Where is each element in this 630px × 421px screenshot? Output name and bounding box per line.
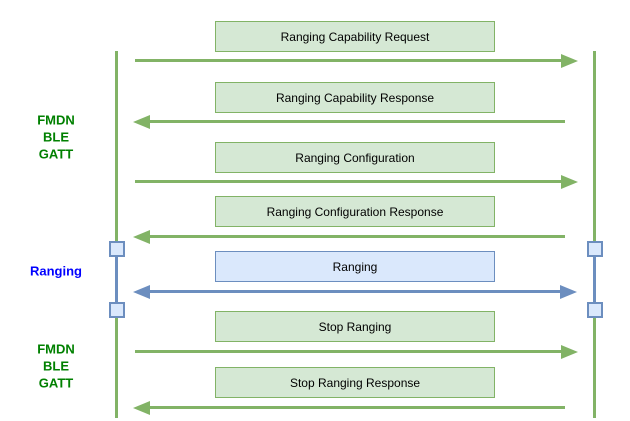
- message-label: Stop Ranging Response: [289, 375, 421, 390]
- activation-handle: [108, 241, 125, 257]
- message-arrow-left: [133, 401, 565, 415]
- arrowhead-left-icon: [133, 285, 150, 299]
- arrow-line: [135, 59, 564, 62]
- side-label: Ranging: [9, 263, 103, 280]
- message-arrow-right: [135, 175, 578, 189]
- arrowhead-left-icon: [133, 230, 150, 244]
- message-arrow-left: [133, 230, 565, 244]
- arrow-line: [147, 235, 565, 238]
- arrowhead-left-icon: [133, 401, 150, 415]
- arrow-line: [135, 180, 564, 183]
- side-label-line: GATT: [38, 375, 74, 391]
- lifeline-left: [115, 51, 118, 418]
- message-box: Ranging Capability Request: [215, 21, 495, 52]
- arrow-line: [147, 290, 563, 293]
- arrow-line: [147, 406, 565, 409]
- message-label: Ranging Capability Request: [280, 29, 430, 44]
- arrowhead-right-icon: [560, 285, 577, 299]
- arrowhead-right-icon: [561, 175, 578, 189]
- message-arrow-both: [133, 285, 577, 299]
- message-label: Ranging: [332, 259, 378, 274]
- message-arrow-right: [135, 345, 578, 359]
- message-label: Ranging Configuration Response: [266, 204, 444, 219]
- side-label-line: FMDN: [37, 341, 75, 357]
- message-box: Stop Ranging Response: [215, 367, 495, 398]
- side-label-line: FMDN: [37, 112, 75, 128]
- activation-segment-left: [115, 249, 118, 310]
- message-box: Ranging Capability Response: [215, 82, 495, 113]
- side-label-line: GATT: [38, 146, 74, 162]
- message-label: Ranging Capability Response: [275, 90, 435, 105]
- arrow-line: [147, 120, 565, 123]
- message-arrow-left: [133, 115, 565, 129]
- activation-segment-right: [593, 249, 596, 310]
- message-box: Ranging Configuration: [215, 142, 495, 173]
- side-label-line: BLE: [43, 129, 69, 145]
- message-label: Stop Ranging: [318, 319, 392, 334]
- message-box: Stop Ranging: [215, 311, 495, 342]
- arrow-line: [135, 350, 564, 353]
- message-box: Ranging Configuration Response: [215, 196, 495, 227]
- activation-handle: [586, 241, 603, 257]
- arrowhead-right-icon: [561, 345, 578, 359]
- message-arrow-right: [135, 54, 578, 68]
- activation-handle: [586, 302, 603, 318]
- message-label: Ranging Configuration: [295, 150, 415, 165]
- side-label-line: BLE: [43, 358, 69, 374]
- activation-handle: [108, 302, 125, 318]
- side-label-line: Ranging: [30, 263, 82, 279]
- lifeline-right: [593, 51, 596, 418]
- message-box: Ranging: [215, 251, 495, 282]
- arrowhead-left-icon: [133, 115, 150, 129]
- arrowhead-right-icon: [561, 54, 578, 68]
